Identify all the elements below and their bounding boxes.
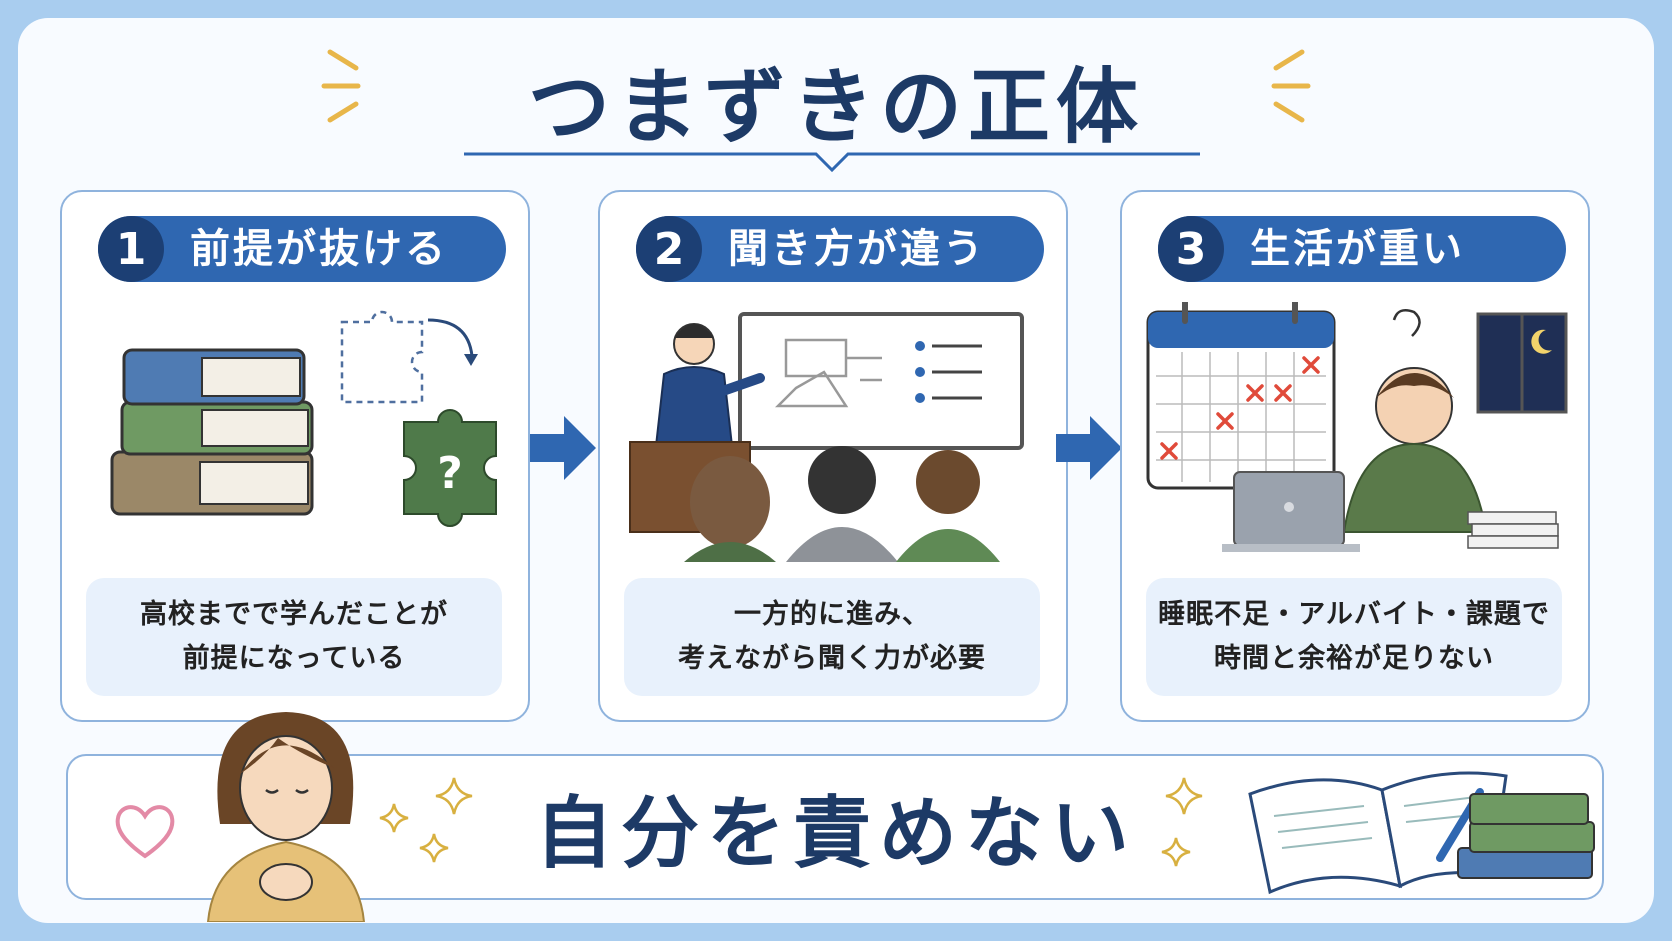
- busy-life-illustration: [1146, 302, 1568, 552]
- step-number-1: 1: [98, 216, 164, 282]
- step-header-2: 2 聞き方が違う: [636, 216, 1044, 282]
- calendar-icon: [1146, 302, 1336, 490]
- puzzle-icon: ?: [340, 310, 497, 527]
- sparkle-icon: [379, 777, 473, 863]
- stacked-books-icon: [1457, 793, 1595, 879]
- paper-stack-icon: [1467, 511, 1559, 549]
- heart-icon: [115, 805, 175, 859]
- lecture-illustration: [629, 312, 1024, 562]
- step-description-2-line-1: 一方的に進み、: [734, 599, 930, 630]
- step-label-2: 聞き方が違う: [728, 226, 986, 272]
- step-label-1: 前提が抜ける: [190, 226, 448, 272]
- flow-arrow-1-icon: [530, 416, 596, 480]
- step-description-1: 高校までで学んだことが 前提になっている: [86, 578, 502, 696]
- step-panel-1: 1 前提が抜ける ? 高校までで学んだことが 前提になっている: [60, 190, 530, 722]
- relaxed-girl-icon: [206, 712, 366, 922]
- step-panel-3: 3 生活が重い: [1120, 190, 1590, 722]
- step-description-3-line-2: 時間と余裕が足りない: [1214, 643, 1494, 674]
- books-icon: [110, 348, 314, 516]
- flow-arrow-2-icon: [1056, 416, 1122, 480]
- step-header-3: 3 生活が重い: [1158, 216, 1566, 282]
- title-sparkle-right-icon: [1271, 49, 1311, 123]
- title-sparkle-left-icon: [321, 49, 361, 123]
- step-description-1-line-2: 前提になっている: [182, 643, 406, 674]
- tired-student-icon: [1342, 309, 1488, 533]
- step-header-1: 1 前提が抜ける: [98, 216, 506, 282]
- night-window-icon: [1476, 312, 1568, 414]
- conclusion-text: 自分を責めない: [534, 789, 1137, 879]
- students-icon: [684, 446, 1000, 562]
- step-description-2: 一方的に進み、 考えながら聞く力が必要: [624, 578, 1040, 696]
- step-description-3: 睡眠不足・アルバイト・課題で 時間と余裕が足りない: [1146, 578, 1562, 696]
- svg-text:?: ?: [437, 448, 463, 499]
- step-label-3: 生活が重い: [1250, 226, 1465, 272]
- whiteboard: [738, 312, 1024, 450]
- title-underline: [464, 152, 1200, 173]
- step-number-3: 3: [1158, 216, 1224, 282]
- step-description-1-line-1: 高校までで学んだことが: [140, 599, 448, 630]
- page-title: つまずきの正体: [527, 60, 1144, 155]
- step-number-2: 2: [636, 216, 702, 282]
- laptop-icon: [1222, 471, 1360, 552]
- open-notebook-icon: [1248, 771, 1595, 895]
- step-description-3-line-1: 睡眠不足・アルバイト・課題で: [1158, 599, 1550, 630]
- sparkle-right-icon: [1161, 777, 1203, 867]
- step-description-2-line-2: 考えながら聞く力が必要: [678, 643, 986, 674]
- step-panel-2: 2 聞き方が違う 一方的に進み、: [598, 190, 1068, 722]
- books-puzzle-illustration: ?: [110, 310, 497, 527]
